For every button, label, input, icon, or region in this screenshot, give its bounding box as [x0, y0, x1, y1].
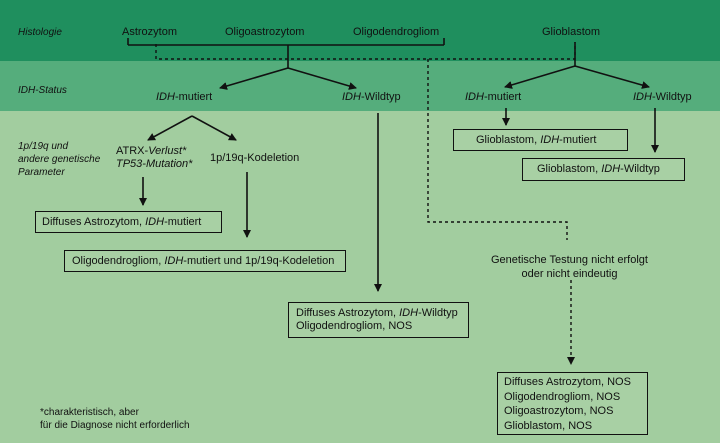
genetic-testing-note: Genetische Testung nicht erfolgt oder ni… [491, 254, 648, 280]
arrow-to-atrx [147, 115, 193, 141]
histology-oligoastrozytom: Oligoastrozytom [225, 26, 305, 38]
row-label-idh-status: IDH-Status [18, 85, 67, 96]
box-idh-wildtype-nos: Diffuses Astrozytom, IDH-Wildtyp Oligode… [288, 302, 469, 338]
histology-glioblastom: Glioblastom [542, 26, 601, 38]
histology-band [0, 0, 720, 61]
gbm-idh-mutated-node: IDH-mutiert [465, 91, 522, 103]
histology-oligodendrogliom: Oligodendrogliom [353, 26, 440, 38]
footnote: *charakteristisch, aber für die Diagnose… [40, 407, 190, 431]
arrow-gbm-idh-mut [504, 65, 576, 89]
histology-astrozytom: Astrozytom [122, 26, 178, 38]
gbm-idh-wildtype-node: IDH-Wildtyp [633, 91, 692, 103]
box-oligo-idh-mutated-codeletion: Oligodendrogliom, IDH-mutiert und 1p/19q… [64, 250, 346, 272]
dashed-histology-connector [155, 42, 576, 60]
arrow-to-idh-mutated [219, 67, 289, 90]
row-label-parameters: 1p/19q und andere genetische Parameter [18, 141, 101, 178]
box-glioblastom-idh-mutated: Glioblastom, IDH-mutiert [453, 129, 628, 151]
idh-mutated-node: IDH-mutiert [156, 91, 213, 103]
idh-wildtype-node: IDH-Wildtyp [342, 91, 401, 103]
arrow-to-codeletion [191, 115, 237, 141]
codeletion-marker: 1p/19q-Kodeletion [210, 152, 300, 164]
row-label-histology: Histologie [18, 27, 62, 38]
histology-bracket [127, 38, 445, 68]
idh-status-band [0, 61, 720, 111]
atrx-tp53-marker: ATRX-Verlust* TP53-Mutation* [116, 145, 193, 170]
box-glioblastom-idh-wildtype: Glioblastom, IDH-Wildtyp [522, 158, 685, 181]
box-diffuse-astro-idh-mutated: Diffuses Astrozytom, IDH-mutiert [35, 211, 222, 233]
arrow-gbm-idh-wt [574, 65, 650, 89]
arrow-to-idh-wildtype [287, 67, 357, 90]
box-nos-diagnoses: Diffuses Astrozytom, NOS Oligodendroglio… [497, 372, 648, 435]
